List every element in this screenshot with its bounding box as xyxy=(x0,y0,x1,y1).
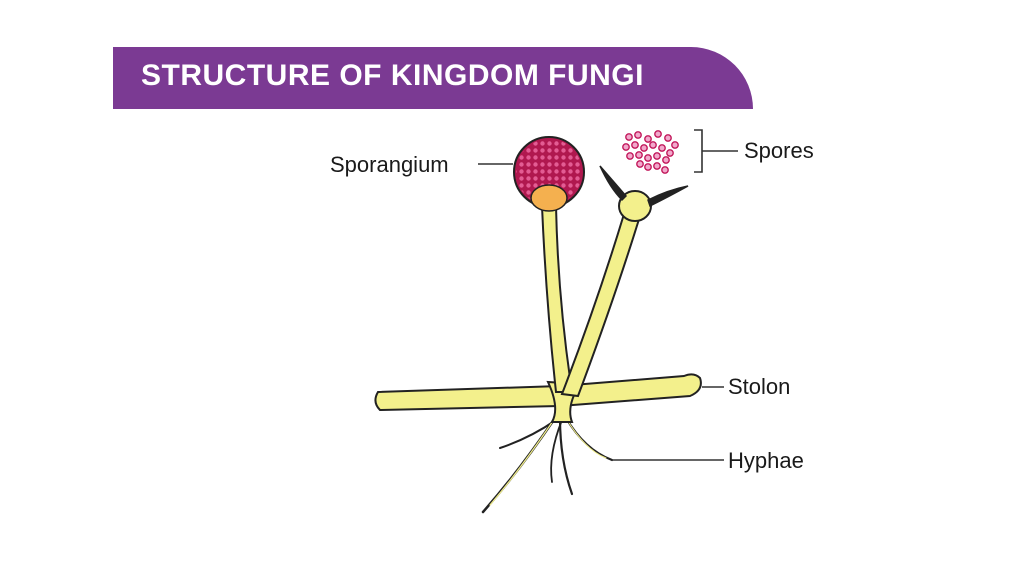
sporangium-texture xyxy=(516,139,582,205)
spores-cluster xyxy=(622,130,679,174)
title-banner: STRUCTURE OF KINGDOM FUNGI xyxy=(113,47,753,109)
spores-bracket xyxy=(694,129,703,173)
spores-label: Spores xyxy=(744,138,814,163)
rhizoid-fill xyxy=(489,417,607,506)
stolon xyxy=(374,373,702,412)
page-title: STRUCTURE OF KINGDOM FUNGI xyxy=(141,59,644,92)
sporangiophore-left xyxy=(540,205,574,393)
rhizoids xyxy=(481,416,614,514)
sporangiophore-right xyxy=(560,212,642,398)
ruptured-wall-left xyxy=(599,165,628,202)
stolon-label: Stolon xyxy=(728,374,791,399)
leader-lines xyxy=(478,129,738,461)
sporangium-label: Sporangium xyxy=(330,152,449,177)
ruptured-wall-right xyxy=(647,185,689,208)
columella xyxy=(530,184,568,212)
hyphae-label: Hyphae xyxy=(728,448,804,473)
